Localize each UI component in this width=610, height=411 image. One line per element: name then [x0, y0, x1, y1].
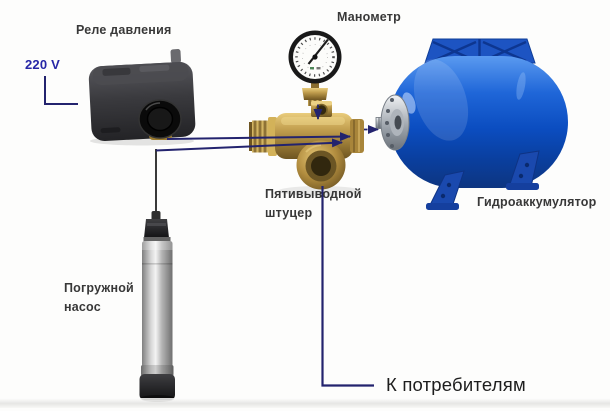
connection-lines: [44, 76, 379, 387]
five-way-fitting-illustration: [249, 101, 364, 196]
fitting-left-thread: [252, 120, 269, 153]
pipe-fitting-to-consumers: [321, 186, 374, 387]
hydroaccumulator-illustration: [375, 38, 568, 210]
manometer-needle: [307, 38, 329, 65]
five-way-fitting-label: Пятивыводной штуцер: [265, 187, 362, 220]
submersible-pump-illustration: [139, 149, 175, 402]
manometer-illustration: [288, 30, 342, 106]
switch-top-stub: [170, 49, 181, 64]
manometer-label: Манометр: [337, 10, 401, 24]
wire-220v-to-switch: [44, 76, 78, 105]
pipe-switch-to-fitting: [166, 132, 351, 142]
pressure-relay-label: Реле давления: [76, 23, 172, 37]
floor-shadow: [0, 398, 610, 408]
voltage-label: 220 V: [25, 57, 60, 72]
consumers-label: К потребителям: [386, 374, 526, 395]
pipe-pump-to-fitting: [155, 138, 343, 152]
fitting-right-port: [350, 119, 364, 153]
submersible-pump-label: Погружной насос: [64, 281, 134, 314]
accumulator-label: Гидроаккумулятор: [477, 195, 597, 209]
pressure-switch-illustration: [88, 49, 196, 146]
manometer-hex-nut: [302, 88, 328, 100]
pump-bottom-cap: [139, 374, 175, 400]
pump-top-cap: [144, 219, 169, 238]
pump-body: [142, 241, 173, 367]
